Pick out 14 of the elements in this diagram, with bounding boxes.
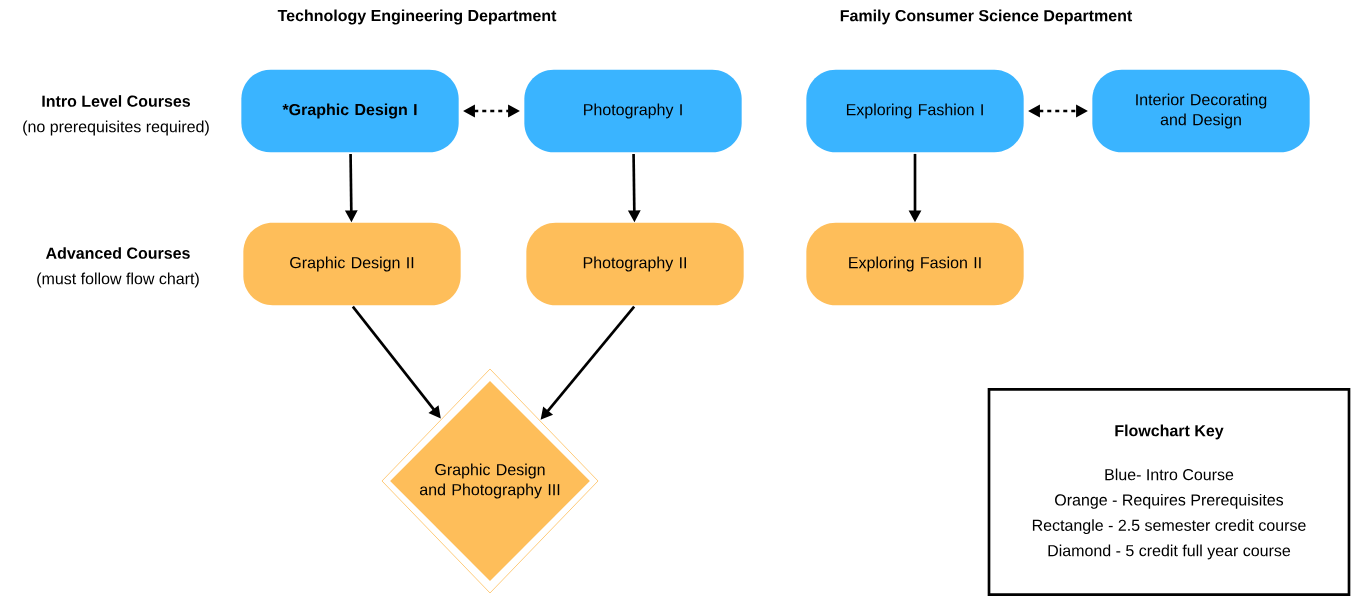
heading: Family Consumer Science Department: [840, 9, 1133, 25]
course-box: *Graphic Design I: [241, 69, 459, 153]
note: (no prerequisites required): [23, 120, 209, 136]
course-box: Exploring Fashion I: [806, 69, 1024, 153]
heading: Intro Level Courses: [42, 95, 190, 107]
course-box: Exploring Fasion II: [806, 222, 1024, 306]
course-box: Photography I: [524, 69, 742, 153]
course-box: Photography II: [526, 222, 744, 306]
heading: Advanced Courses: [45, 247, 190, 259]
course-box: Graphic Design II: [243, 222, 461, 306]
note: (must follow flow chart): [37, 272, 199, 288]
course-box: Interior Decorating and Design: [1092, 69, 1310, 153]
heading: Technology Engineering Department: [277, 9, 557, 25]
key-box: Flowchart Key Blue- Intro Course Orange - Requires Prerequisites Rectangle - 2.5 semester credit course Diamond - 5 credit full year course: [987, 388, 1351, 596]
